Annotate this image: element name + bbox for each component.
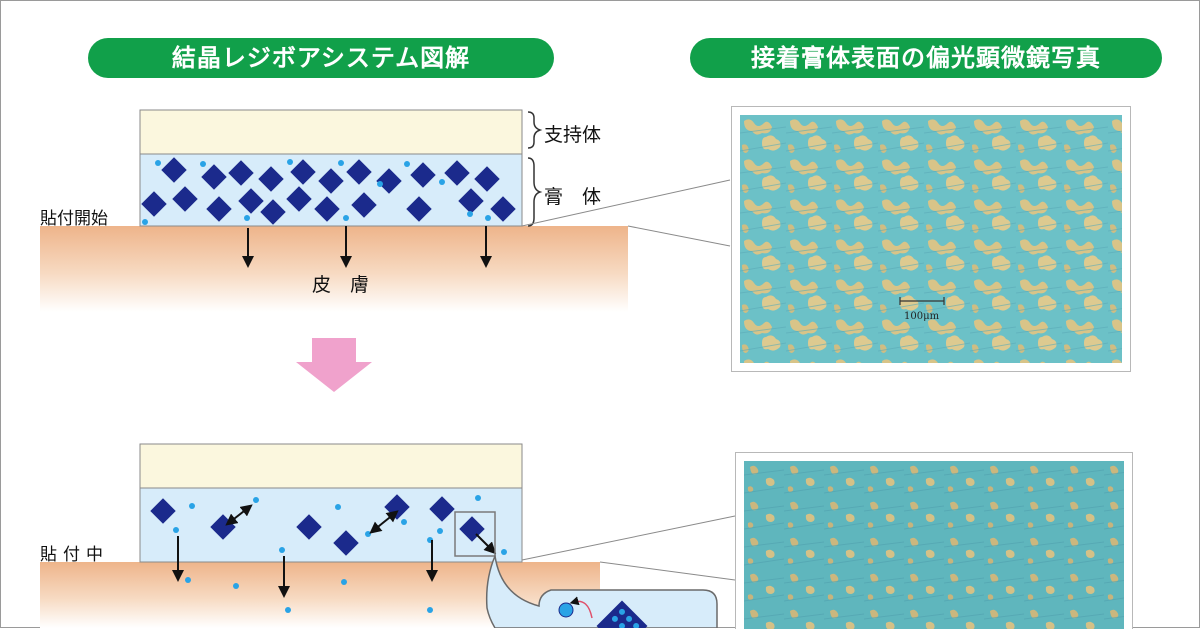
callout-drug-dot xyxy=(558,602,574,618)
drug-dots-bottom xyxy=(173,495,507,613)
crystal xyxy=(351,192,377,218)
drug-dots-top xyxy=(142,159,491,225)
zoom-box xyxy=(454,511,496,557)
crystal xyxy=(376,168,402,194)
callout-arrow xyxy=(569,596,593,619)
crystal xyxy=(410,162,436,188)
diagram-heading: 結晶レジボアシステム図解 xyxy=(88,38,554,78)
release-arrows-bottom xyxy=(172,536,438,598)
crystal xyxy=(346,159,372,185)
crystal xyxy=(260,199,286,225)
callout-bubble xyxy=(485,553,718,628)
crystal xyxy=(490,196,516,222)
crystal xyxy=(333,530,359,556)
crystal xyxy=(290,159,316,185)
micrograph-heading: 接着膏体表面の偏光顕微鏡写真 xyxy=(690,38,1162,78)
stage-label-applied: 貼付中 xyxy=(40,545,109,565)
skin-layer-top xyxy=(40,226,628,312)
crystal xyxy=(296,514,322,540)
crystal xyxy=(314,196,340,222)
backing-layer-top xyxy=(139,109,523,155)
micrograph-image-bottom xyxy=(744,461,1124,629)
stage-label-start: 貼付開始 xyxy=(40,209,108,229)
micrograph-top: 100μm xyxy=(731,106,1131,372)
crystal xyxy=(458,188,484,214)
crystal xyxy=(318,168,344,194)
crystal xyxy=(444,160,470,186)
micrograph-image-top xyxy=(740,115,1122,363)
paste-layer-bottom xyxy=(139,487,523,563)
brace-backing xyxy=(527,111,543,149)
crystal xyxy=(150,498,176,524)
crystal xyxy=(429,496,455,522)
crystal xyxy=(474,166,500,192)
crystal xyxy=(406,196,432,222)
backing-label: 支持体 xyxy=(544,124,602,146)
crystals-bottom xyxy=(150,494,485,556)
micrograph-bottom xyxy=(735,452,1133,629)
scale-bar-label: 100μm xyxy=(904,311,940,322)
double-arrow-icon xyxy=(225,504,497,555)
crystal xyxy=(258,166,284,192)
down-arrow-icon xyxy=(296,338,372,392)
skin-label: 皮 膚 xyxy=(312,274,370,296)
backing-layer-bottom xyxy=(139,443,523,489)
release-arrows-top xyxy=(242,226,492,268)
crystal xyxy=(286,186,312,212)
paste-label: 膏 体 xyxy=(544,186,602,208)
brace-paste xyxy=(527,157,543,227)
